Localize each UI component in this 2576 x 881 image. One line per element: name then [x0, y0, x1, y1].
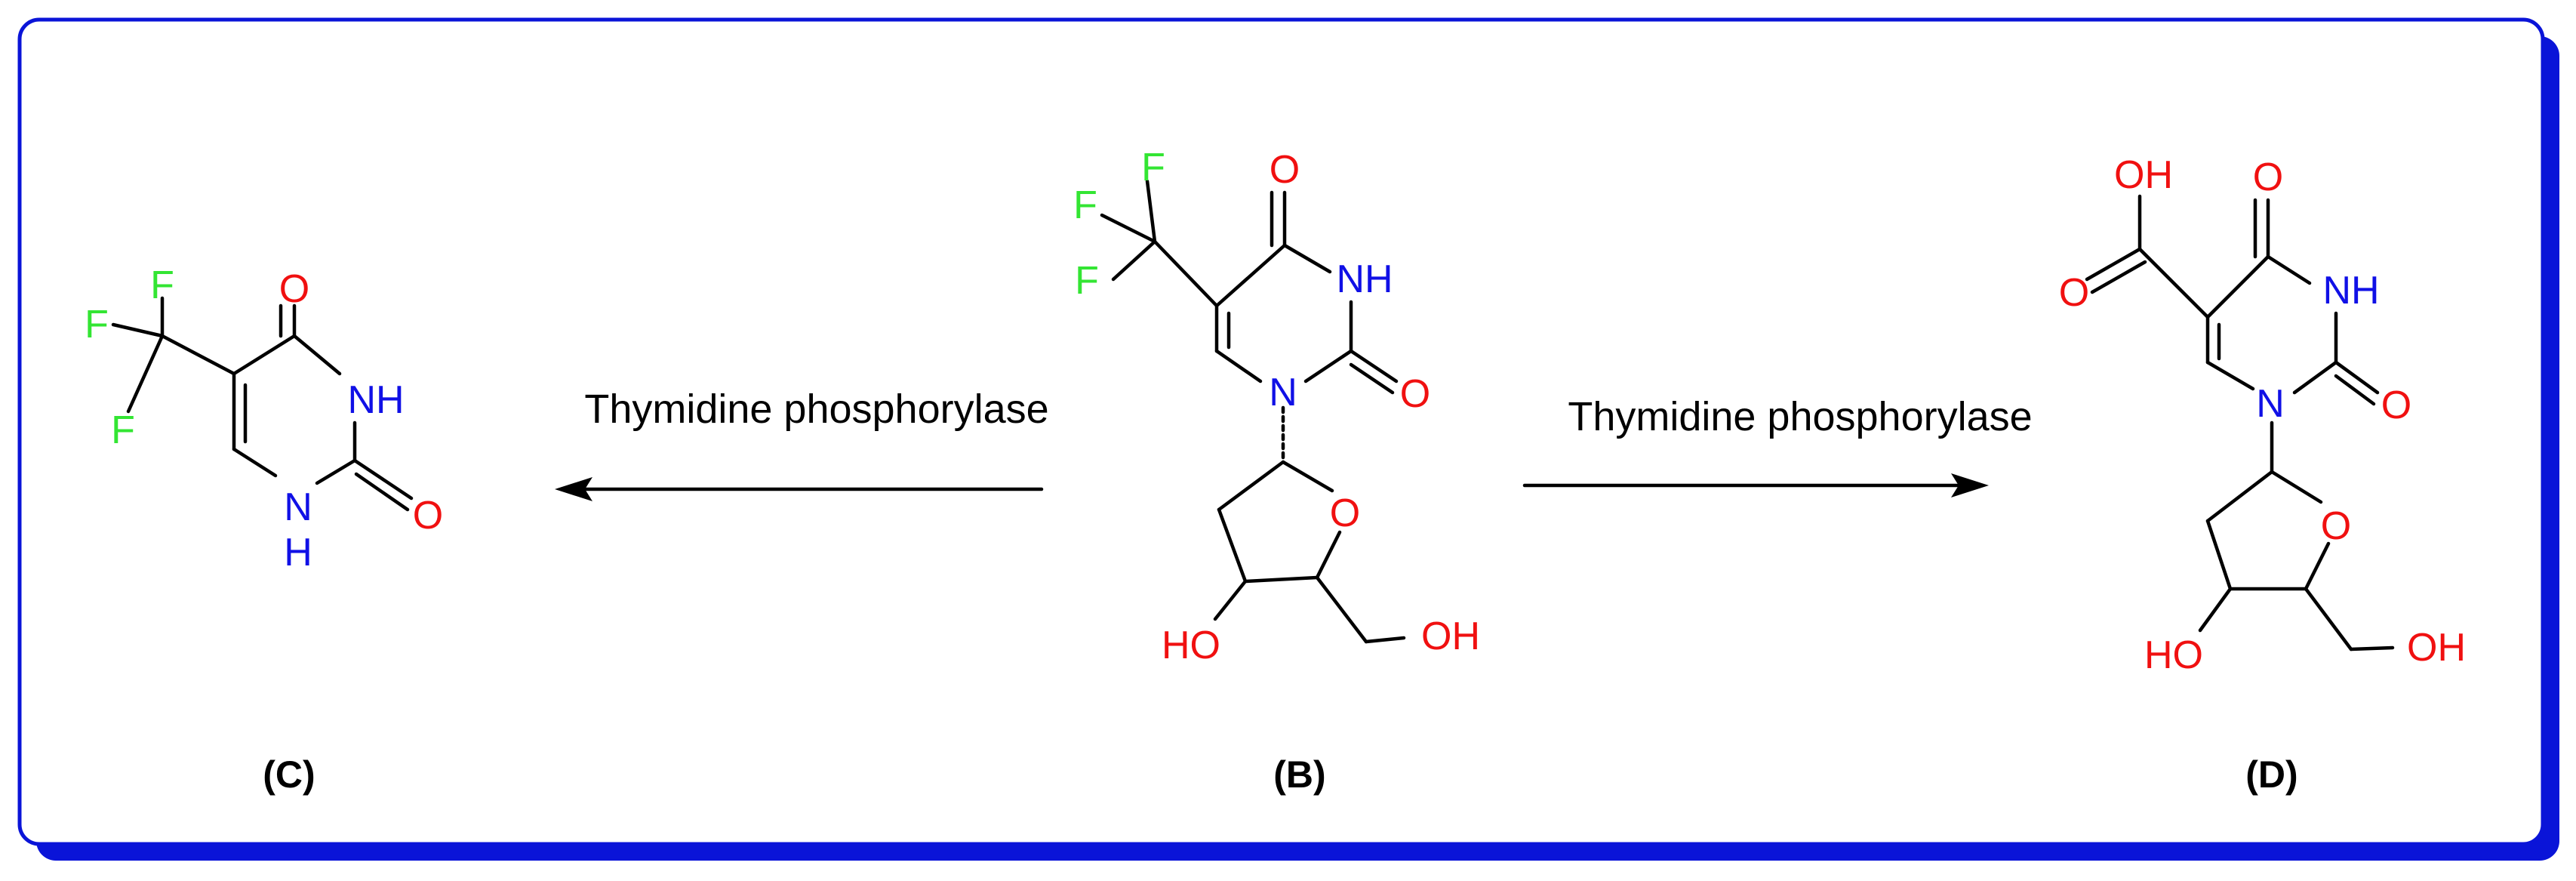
compound-c-f-top: F [150, 263, 174, 307]
left-arrow [555, 477, 1044, 501]
compound-d-n: N [2256, 382, 2285, 426]
compound-c-o-right: O [413, 494, 443, 538]
right-arrow [1522, 473, 1989, 497]
compound-b-o-top: O [1270, 148, 1300, 192]
compound-b-label: (B) [1273, 753, 1325, 796]
compound-d-label: (D) [2245, 753, 2297, 796]
compound-b-f-bottom: F [1075, 259, 1099, 303]
left-arrowhead [555, 477, 592, 501]
compound-c-o-top: O [279, 267, 309, 311]
frame-border [17, 17, 2545, 846]
compound-d-ring-o: O [2321, 504, 2351, 548]
compound-c-bonds [111, 296, 414, 512]
compound-d-nh: NH [2322, 269, 2379, 313]
compound-d-o-right: O [2381, 384, 2411, 427]
right-arrow-label: Thymidine phosphorylase [1568, 394, 2032, 439]
compound-b-oh: OH [1421, 615, 1480, 658]
compound-b-f-left: F [1073, 183, 1097, 227]
compound-b-ho: HO [1162, 624, 1220, 667]
compound-d-ho: HO [2144, 633, 2203, 677]
compound-c-h-bottom: H [284, 531, 312, 574]
compound-d-oh: OH [2407, 626, 2466, 670]
compound-c-label: (C) [263, 753, 315, 796]
compound-b-o-right: O [1400, 372, 1430, 416]
compound-b-f-top: F [1141, 146, 1165, 189]
left-arrow-label: Thymidine phosphorylase [584, 387, 1048, 432]
compound-b-structure: O NH N O F F F O HO OH [1073, 146, 1480, 667]
compound-b-nh: NH [1336, 257, 1393, 301]
compound-b-ring-o: O [1330, 491, 1360, 535]
compound-c-nh-top: NH [347, 378, 404, 422]
compound-d-structure: O NH N O OH O O HO OH [2059, 153, 2466, 677]
compound-d-o-left: O [2059, 271, 2089, 315]
compound-b-n: N [1269, 371, 1297, 414]
right-arrowhead [1951, 473, 1989, 497]
compound-d-oh-top: OH [2114, 153, 2173, 197]
compound-c-f-bottom: F [111, 408, 135, 452]
compound-c-n-bottom: N [284, 485, 312, 529]
compound-d-o-top: O [2253, 156, 2283, 199]
compound-c-f-left: F [85, 303, 109, 347]
compound-b-bonds [1100, 179, 1406, 644]
compound-d-bonds [2085, 194, 2395, 652]
compound-c-structure: O NH N H O F F F [85, 263, 443, 574]
